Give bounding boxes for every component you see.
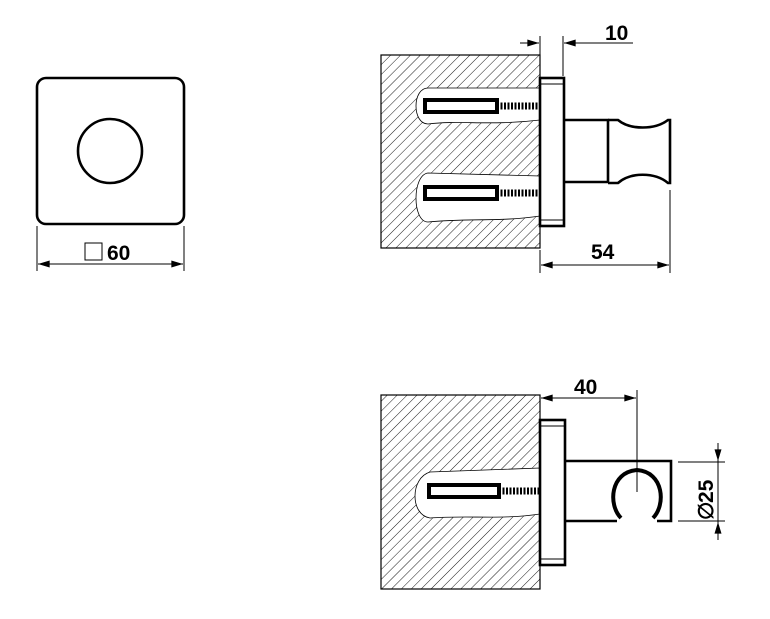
width-dimension-label: 60	[107, 242, 130, 265]
diameter-label: 25	[695, 479, 718, 503]
projection-label: 54	[591, 241, 615, 264]
hook-head	[608, 118, 672, 185]
square-symbol-icon	[84, 242, 103, 261]
holder-side-view: 40 ∅ 25	[380, 376, 725, 590]
flange-thickness-label: 10	[605, 22, 628, 45]
hook-shaft	[565, 118, 610, 184]
wall-plug-icon	[423, 98, 540, 114]
diameter-symbol-icon: ∅	[695, 502, 718, 520]
center-distance-label: 40	[574, 376, 597, 399]
round-boss	[76, 117, 144, 185]
rosette-flange	[538, 76, 566, 228]
holder-bracket	[565, 459, 673, 523]
rosette-flange	[538, 418, 567, 567]
drill-hole	[415, 87, 541, 125]
front-view: 60	[35, 76, 186, 271]
wall-plug-icon	[423, 185, 540, 201]
wall-plug-icon	[427, 483, 540, 499]
drill-hole	[414, 467, 541, 519]
hook-side-view: 10 54	[380, 22, 672, 273]
square-plate	[35, 76, 186, 226]
diameter-dimension: ∅ 25	[695, 479, 718, 520]
